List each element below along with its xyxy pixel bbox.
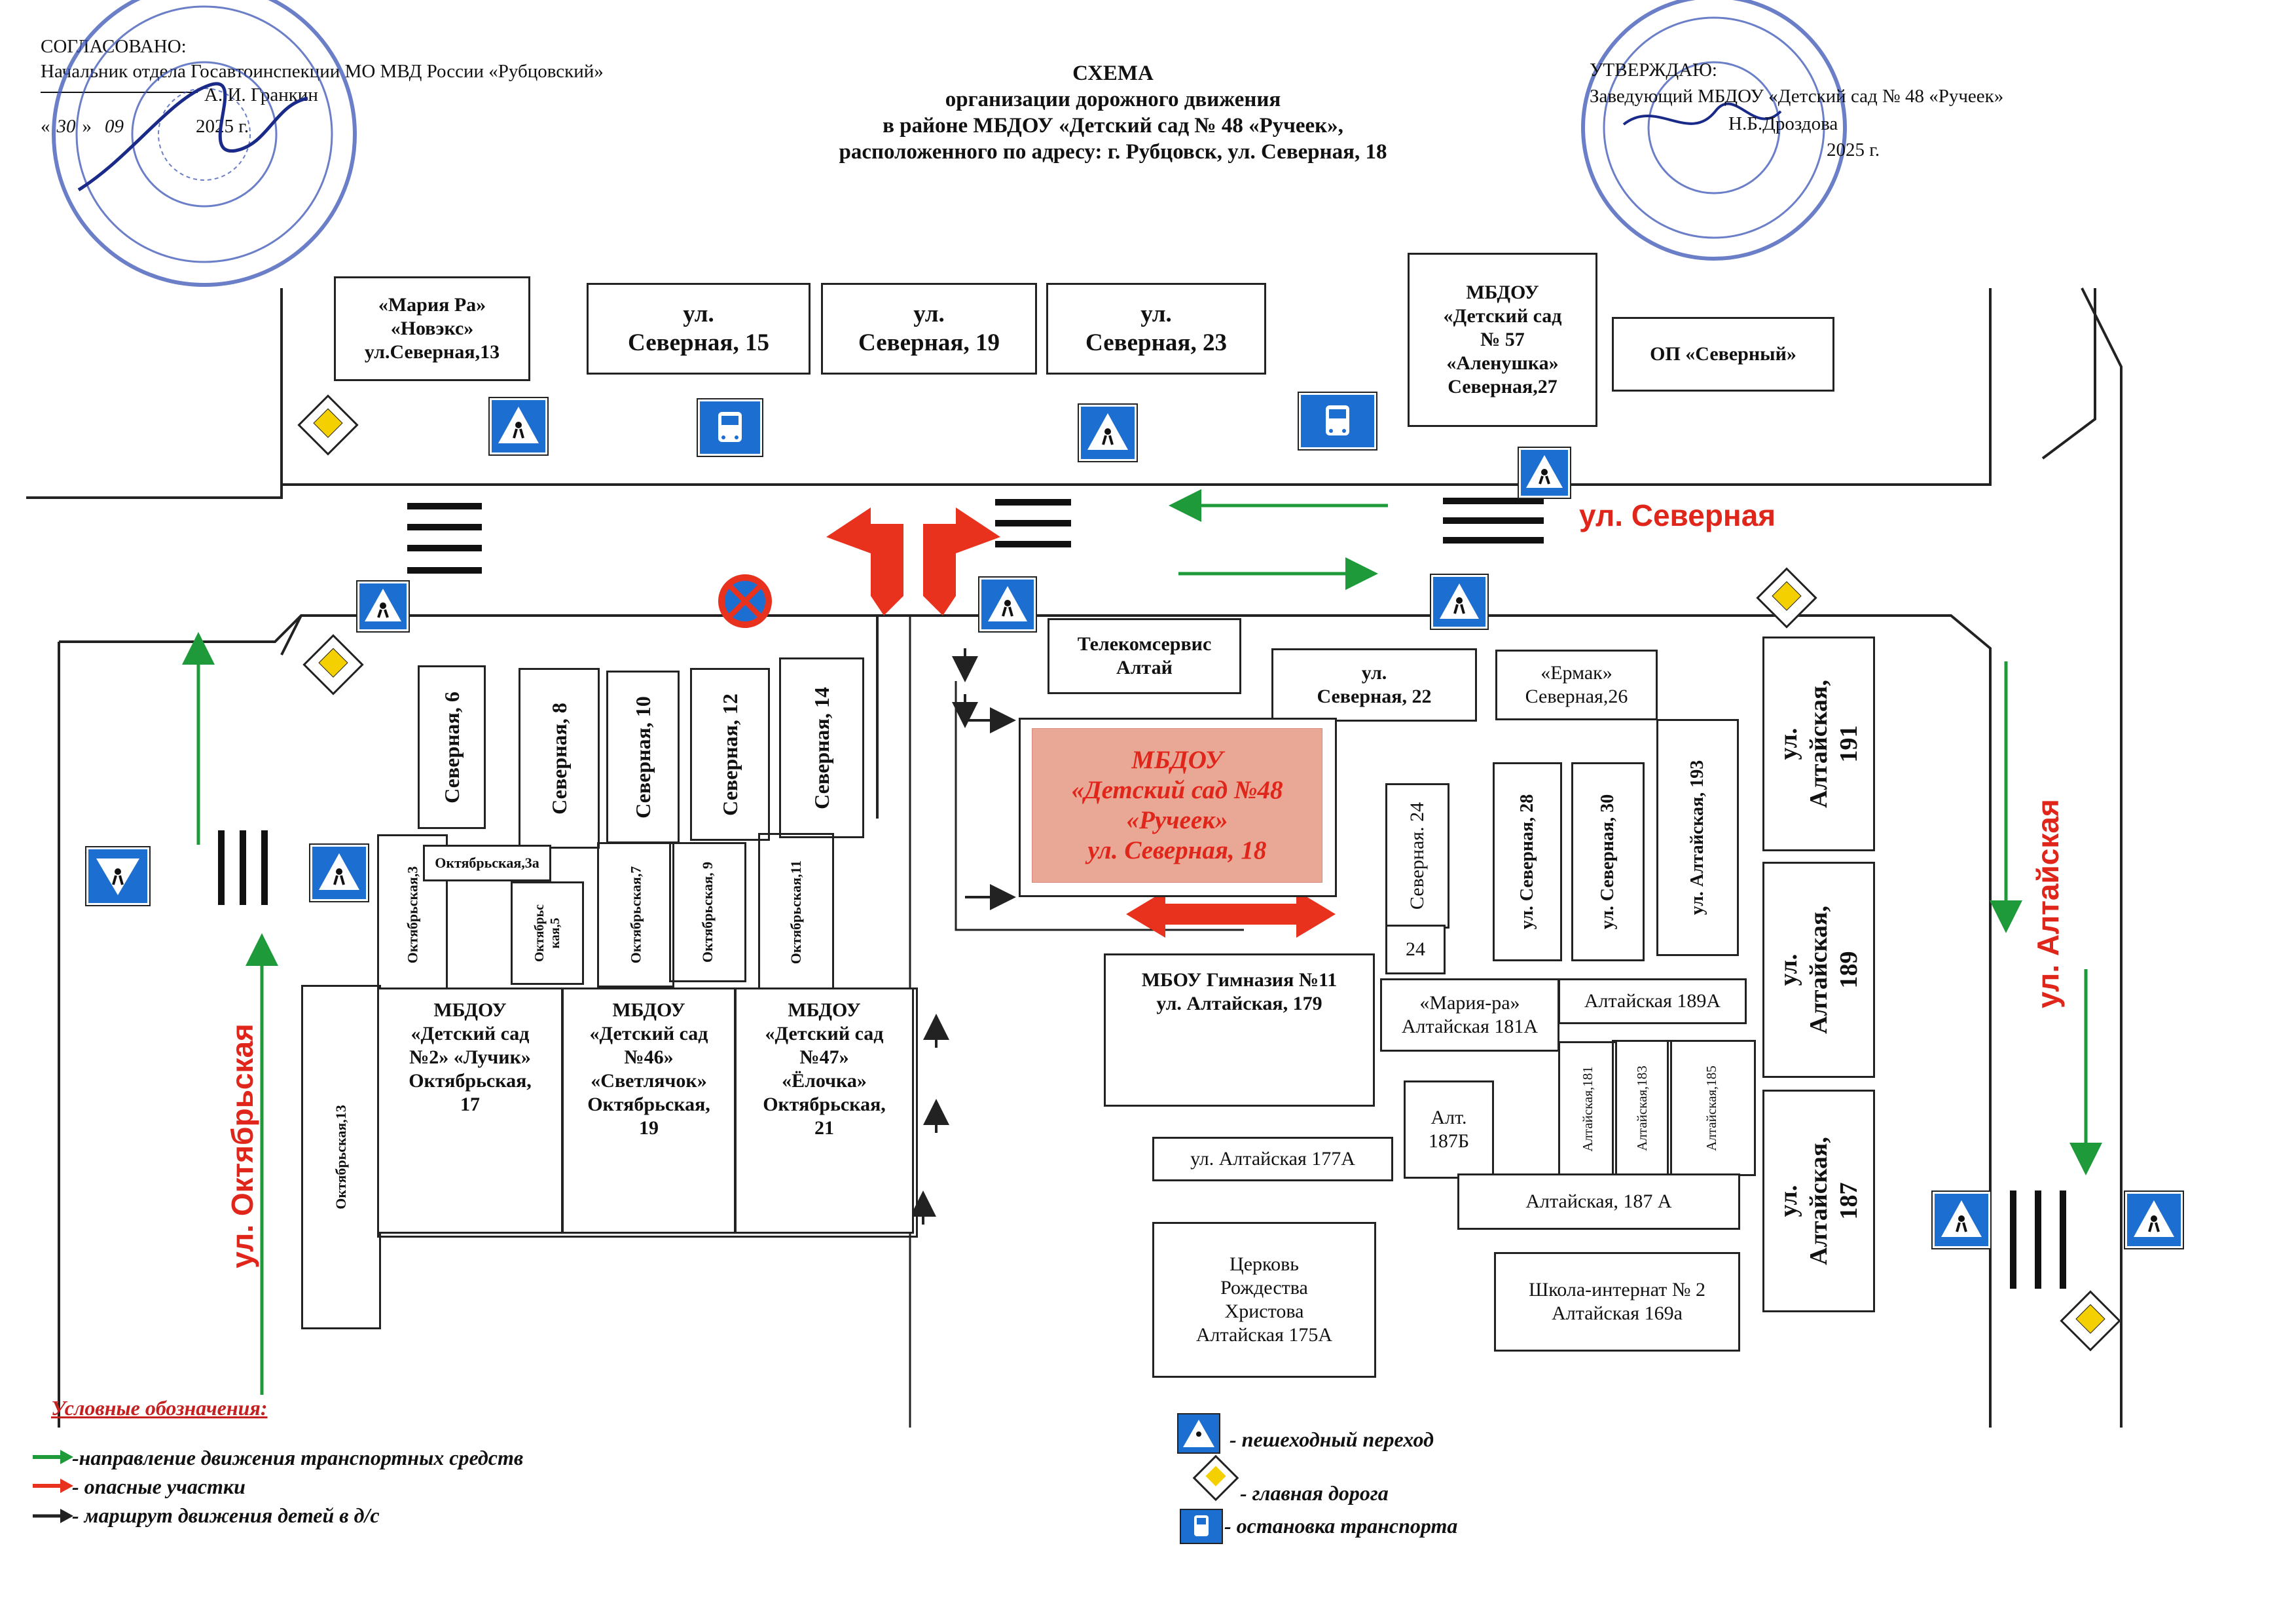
legend-bus-stop-icon [1180,1509,1223,1544]
building-altayskaya-193: ул. Алтайская, 193 [1656,719,1739,956]
crosswalk-sign-icon [1430,574,1489,630]
legend-red-arrow-icon [33,1479,73,1493]
building-severnaya-19: ул.Северная, 19 [821,283,1037,375]
building-maria-ra-novex: «Мария Ра»«Новэкс»ул.Северная,13 [334,276,530,381]
crosswalk-sign-icon [488,397,549,456]
street-label-altayskaya: ул. Алтайская [2031,799,2065,1008]
crosswalk-sign-icon [356,580,410,633]
legend-green-arrow-icon [33,1450,73,1464]
building-altayskaya-191: ул. Алтайская, 191 [1762,637,1875,851]
legend-traffic-direction: -направление движения транспортных средс… [72,1446,524,1469]
building-severnaya-22: ул.Северная, 22 [1271,648,1477,722]
approved-right-title: УТВЕРЖДАЮ: [1590,60,1717,81]
children-route-arrows [910,648,1016,1225]
crosswalk-sign-icon [1931,1190,1992,1249]
legend-black-arrow-icon [33,1509,73,1523]
no-stopping-sign [718,574,772,628]
building-maria-ra-181a: «Мария-ра»Алтайская 181А [1380,978,1559,1052]
crosswalk-stripes [218,498,2066,1289]
crosswalk-sign-icon [2124,1190,2184,1249]
building-altayskaya-187b: Алт.187Б [1404,1080,1494,1179]
crosswalk-sign-icon [309,843,369,902]
crosswalk-sign-icon [978,576,1037,633]
building-oktyabrskaya-11: Октябрьская,11 [758,833,834,991]
page-title: СХЕМА организации дорожного движения в р… [839,62,1387,164]
bus-stop-sign-icon [697,398,763,457]
approved-right-signature: Н.Б.Дроздова [1728,113,1838,134]
crosswalk-sign-icon [85,846,151,906]
building-severnaya-23: ул.Северная, 23 [1046,283,1266,375]
legend-crosswalk-icon [1177,1413,1220,1454]
building-severnaya-28: ул. Северная, 28 [1493,762,1562,961]
crosswalk-sign-icon [1078,403,1138,462]
building-ermak: «Ермак»Северная,26 [1495,650,1658,720]
building-oktyabrskaya-9: Октябрьская, 9 [669,842,746,982]
legend-children-route: - маршрут движения детей в д/с [72,1504,380,1527]
building-severnaya-24: Северная. 24 [1385,783,1449,929]
legend-bus-stop: - остановка транспорта [1224,1514,1458,1538]
building-oktyabrskaya-13: Октябрьская,13 [301,985,381,1329]
danger-zone-arrows [826,507,1336,938]
main-kindergarten-48: МБДОУ«Детский сад №48«Ручеек»ул. Северна… [1032,728,1322,883]
legend-main-road: - главная дорога [1240,1481,1389,1505]
traffic-direction-arrows [182,489,2102,1395]
building-altayskaya-181: Алтайская,181 [1558,1041,1617,1176]
approved-right-date: 2025 г. [1827,139,1880,160]
building-severnaya-12: Северная, 12 [690,668,770,841]
building-altayskaya-183: Алтайская,183 [1612,1040,1672,1176]
building-severnaya-10: Северная, 10 [606,671,680,843]
building-severnaya-15: ул.Северная, 15 [587,283,811,375]
building-altayskaya-177a: ул. Алтайская 177А [1152,1137,1393,1181]
building-severnaya-14: Северная, 14 [779,657,864,838]
approved-right-position: Заведующий МБДОУ «Детский сад № 48 «Руче… [1590,86,2004,107]
bus-stop-sign-icon [1298,392,1377,451]
building-altayskaya-189: ул. Алтайская, 189 [1762,862,1875,1078]
building-altayskaya-187: ул. Алтайская, 187 [1762,1090,1875,1312]
building-altayskaya-187a: Алтайская, 187 А [1457,1173,1740,1230]
building-severnaya-24-num: 24 [1385,925,1446,974]
street-label-severnaya: ул. Северная [1579,498,1776,532]
building-severnaya-30: ул. Северная, 30 [1571,762,1645,961]
building-altayskaya-185: Алтайская,185 [1667,1040,1756,1176]
building-severnaya-6: Северная, 6 [418,665,486,829]
legend-title: Условные обозначения: [51,1396,268,1420]
legend-crosswalk: - пешеходный переход [1230,1428,1434,1451]
legend-danger-zones: - опасные участки [72,1475,246,1498]
building-oktyabrskaya-3a: Октябрьская,3а [423,845,551,881]
crosswalk-sign-icon [1518,447,1571,499]
street-label-oktyabrskaya: ул. Октябрьская [225,1024,259,1268]
building-altayskaya-189a: Алтайская 189А [1558,978,1747,1024]
building-oktyabrskaya-5: Октябрьс кая,5 [511,881,584,985]
building-op-severny: ОП «Северный» [1612,317,1834,392]
building-severnaya-8: Северная, 8 [519,668,600,849]
building-oktyabrskaya-7: Октябрьская,7 [597,842,674,987]
